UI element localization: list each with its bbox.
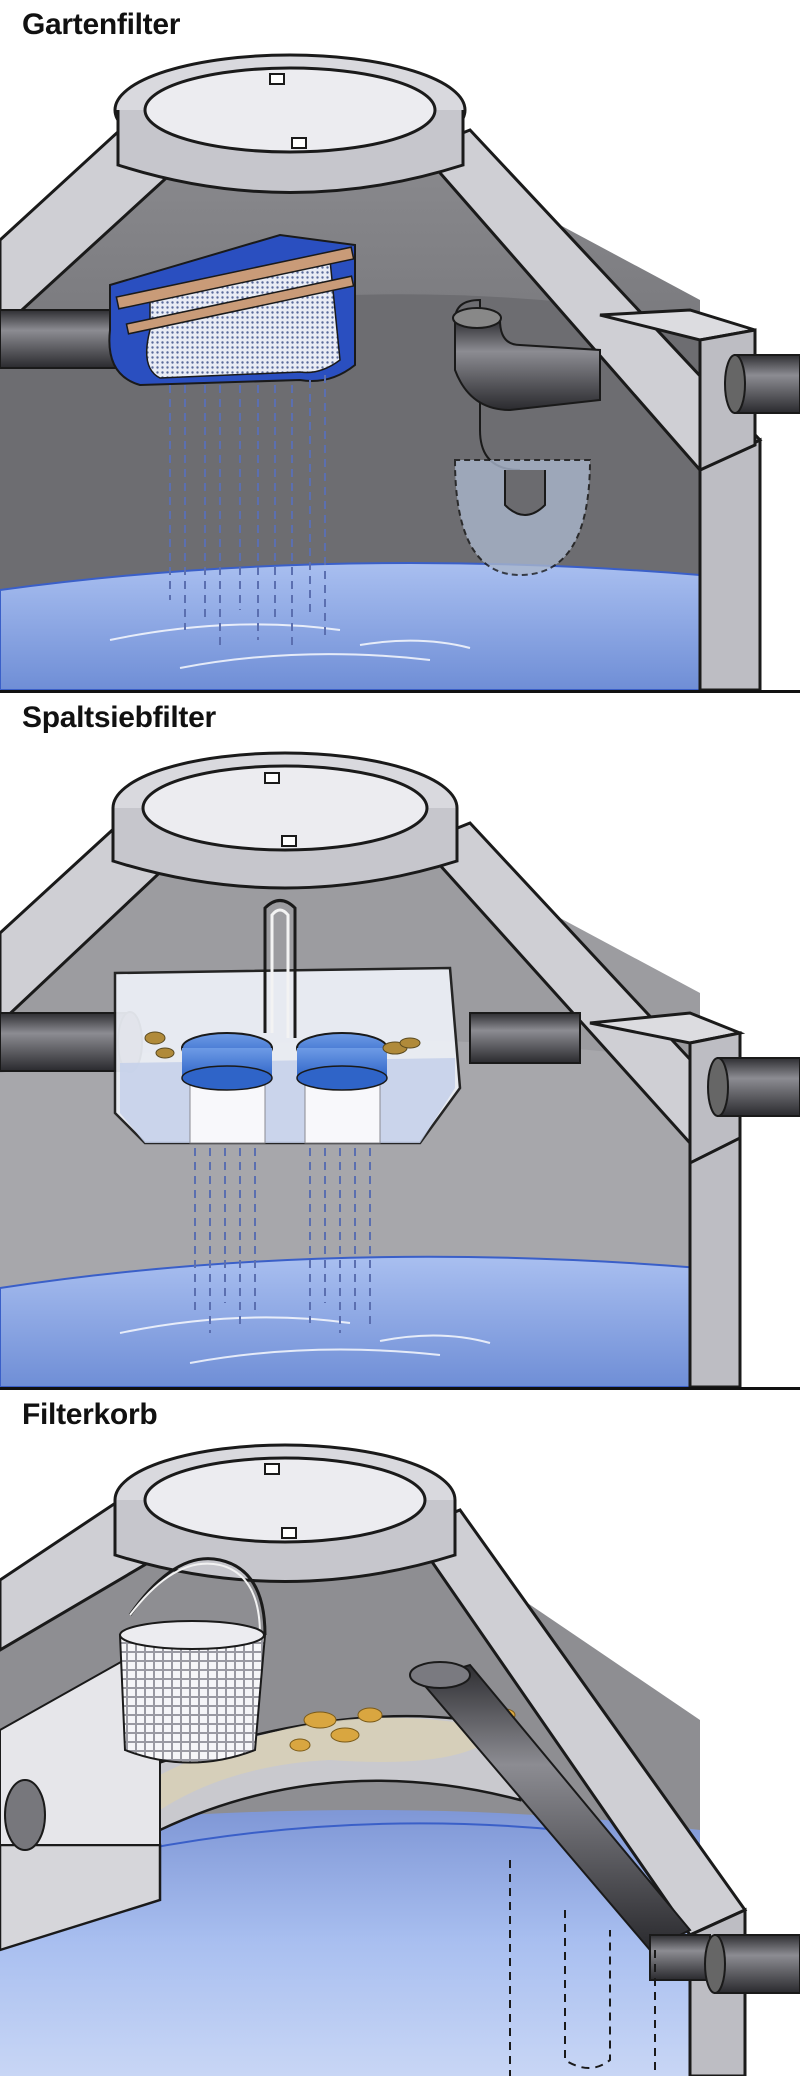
overflow-siphon <box>509 1860 656 2076</box>
manhole-cover <box>143 66 437 154</box>
outlet-pipe <box>714 1934 800 1994</box>
panel-title-spaltsiebfilter: Spaltsiebfilter <box>22 701 216 734</box>
overflow-siphon <box>452 298 601 577</box>
gartenfilter-illustration <box>0 53 800 690</box>
inlet-pipe <box>0 1012 131 1072</box>
panel-divider <box>0 690 800 693</box>
panel-filterkorb: Filterkorb <box>0 1390 800 2076</box>
water-surface <box>0 1255 701 1387</box>
panel-spaltsiebfilter: Spaltsiebfilter <box>0 693 800 1387</box>
manhole-cover <box>143 1456 427 1544</box>
slot-sieve-filter <box>113 899 462 1145</box>
water-body <box>0 1810 700 2076</box>
panel-title-filterkorb: Filterkorb <box>22 1398 158 1431</box>
outlet-pipe <box>717 1057 800 1117</box>
leaves <box>144 1031 421 1059</box>
spaltsiebfilter-illustration <box>0 751 800 1387</box>
panel-gartenfilter: Gartenfilter <box>0 0 800 690</box>
water-surface <box>0 562 701 690</box>
panel-title-gartenfilter: Gartenfilter <box>22 8 181 41</box>
overflow-pipe <box>409 1661 711 1981</box>
manhole-cover <box>141 764 429 852</box>
filterkorb-illustration <box>0 1443 800 2076</box>
panel-divider <box>0 1387 800 1390</box>
garden-filter <box>108 233 356 387</box>
filtered-water-streams <box>169 375 326 650</box>
water-ripples <box>109 623 471 669</box>
filter-basket <box>118 1557 267 1764</box>
filtered-water-streams <box>194 1148 371 1333</box>
water-ripples <box>119 1316 491 1364</box>
inlet-pipe <box>0 309 131 369</box>
